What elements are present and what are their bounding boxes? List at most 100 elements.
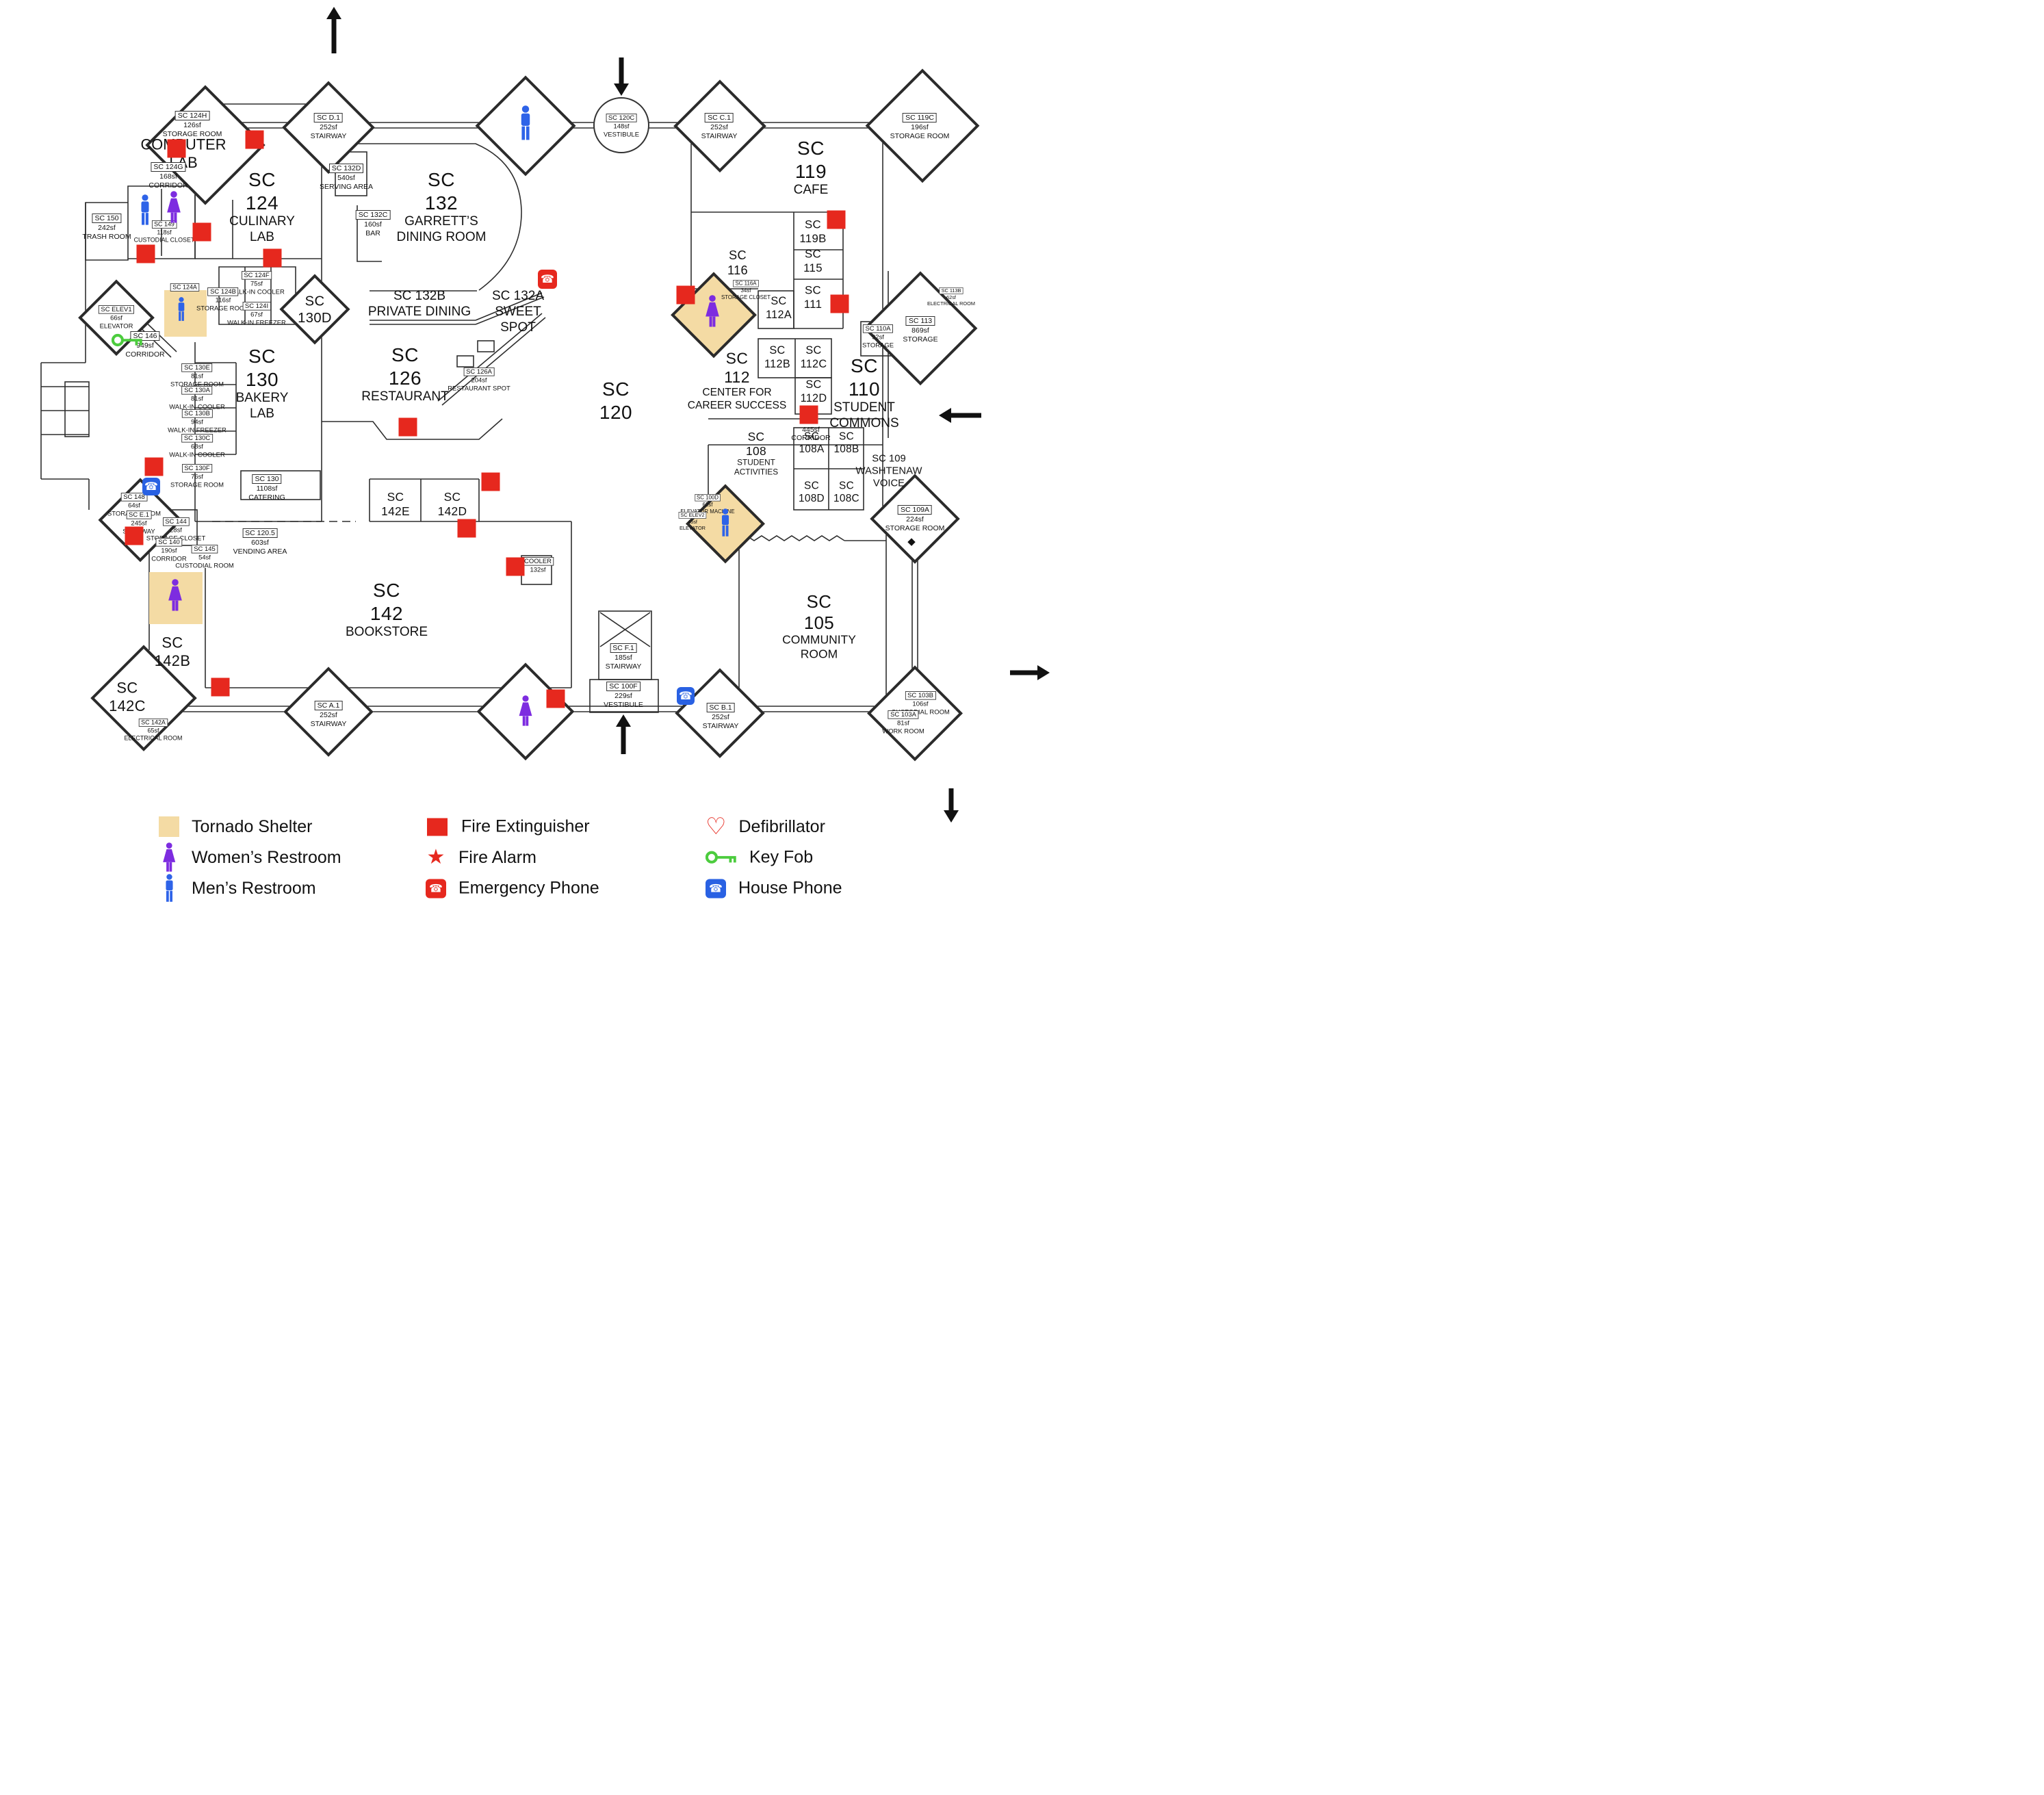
room-detail-label: SC 109A 224sf STORAGE ROOM bbox=[885, 505, 945, 532]
fire-extinguisher-swatch bbox=[427, 818, 448, 836]
vestibule-circle bbox=[593, 97, 649, 153]
fire-extinguisher-icon bbox=[799, 405, 818, 424]
room-detail-label: SC 116A 34sf STORAGE CLOSET bbox=[721, 280, 771, 300]
fire-extinguisher-icon bbox=[546, 689, 565, 708]
room-detail-label: SC 113B 62sf ELECTRICAL ROOM bbox=[927, 287, 975, 307]
room-detail-label: SC B.1 252sf STAIRWAY bbox=[702, 703, 739, 730]
room-detail-label: SC 145 54sf CUSTODIAL ROOM bbox=[175, 545, 234, 569]
mens-restroom-icon bbox=[159, 874, 179, 903]
legend-label: Defibrillator bbox=[738, 816, 825, 836]
room-detail-label: SC 132C 160sf BAR bbox=[355, 210, 391, 237]
emergency-phone-icon: ☎ bbox=[426, 879, 446, 898]
fire-extinguisher-icon bbox=[211, 677, 230, 697]
room-detail-label: SC 113 869sf STORAGE bbox=[903, 316, 938, 344]
room-detail-label: SC 119C 196sf STORAGE ROOM bbox=[890, 113, 950, 140]
mens-restroom-icon bbox=[517, 105, 534, 141]
room-detail-label: 445sf CORRIDOR bbox=[791, 426, 831, 443]
room-detail-label: SC 130B 94sf WALK-IN FREEZER bbox=[168, 409, 227, 434]
legend-item: ★ Fire Alarm bbox=[426, 847, 536, 868]
fire-extinguisher-icon bbox=[481, 472, 500, 491]
womens-restroom-icon bbox=[164, 191, 184, 224]
room-detail-label: SC 124A bbox=[170, 283, 200, 292]
womens-restroom-icon bbox=[516, 695, 535, 727]
legend-label: Women’s Restroom bbox=[192, 847, 341, 867]
fire-alarm-icon: ★ bbox=[426, 845, 445, 869]
legend-label: Fire Extinguisher bbox=[461, 816, 590, 836]
house-phone-icon: ☎ bbox=[706, 879, 726, 898]
room-detail-label: COOLER 132sf bbox=[521, 557, 554, 574]
room-detail-label: SC 110A 92sf STORAGE bbox=[862, 324, 894, 349]
room-detail-label: SC 146 949sf CORRIDOR bbox=[125, 331, 165, 359]
room-detail-label: SC A.1 252sf STAIRWAY bbox=[310, 701, 347, 728]
room-detail-label: SC 130A 81sf WALK-IN COOLER bbox=[169, 386, 225, 411]
legend-label: Men’s Restroom bbox=[192, 878, 316, 898]
room-detail-label: SC 140 190sf CORRIDOR bbox=[151, 538, 187, 563]
fire-extinguisher-icon bbox=[245, 130, 264, 149]
room-detail-label: SC 130E 81sf STORAGE ROOM bbox=[170, 363, 224, 388]
legend-label: House Phone bbox=[738, 878, 842, 898]
legend-label: Key Fob bbox=[749, 847, 814, 867]
room-detail-label: SC 130 1108sf CATERING bbox=[248, 474, 285, 502]
key-fob-icon bbox=[112, 333, 143, 347]
legend-item: ☎ Emergency Phone bbox=[426, 879, 599, 899]
room-detail-label: SC D.1 252sf STAIRWAY bbox=[310, 113, 347, 140]
room-detail-label: SC C.1 252sf STAIRWAY bbox=[701, 113, 738, 140]
mens-restroom-icon bbox=[138, 194, 153, 226]
house-phone-icon: ☎ bbox=[677, 687, 695, 705]
room-detail-label: SC 120C 148sf VESTIBULE bbox=[603, 114, 640, 138]
legend-item: ☎ House Phone bbox=[706, 879, 842, 899]
walls-layer bbox=[40, 103, 955, 713]
fire-extinguisher-icon bbox=[125, 526, 144, 545]
direction-arrows-layer bbox=[326, 7, 1050, 823]
womens-restroom-icon bbox=[703, 295, 723, 328]
room-detail-label: SC 150 242sf TRASH ROOM bbox=[82, 214, 131, 241]
legend-item: Men’s Restroom bbox=[159, 874, 316, 903]
room-detail-label: SC 142A 65sf ELECTRICAL ROOM bbox=[124, 719, 183, 742]
mens-restroom-icon bbox=[175, 297, 187, 322]
key-fob-icon bbox=[706, 851, 737, 864]
room-detail-label: SC 124F 75sf WALK-IN COOLER bbox=[229, 271, 285, 296]
legend-label: Fire Alarm bbox=[458, 847, 536, 867]
room-detail-label: SC 124I 67sf WALK-IN FREEZER bbox=[227, 302, 286, 326]
house-phone-icon: ☎ bbox=[142, 478, 160, 495]
mens-restroom-icon bbox=[719, 508, 733, 537]
fire-extinguisher-icon bbox=[136, 244, 155, 263]
room-detail-label: SC 130F 76sf STORAGE ROOM bbox=[170, 464, 224, 489]
room-detail-label: SC 124H 126sf STORAGE ROOM bbox=[162, 111, 222, 138]
fire-extinguisher-icon bbox=[457, 519, 476, 538]
black-diamond-icon: ◆ bbox=[907, 535, 916, 547]
room-detail-label: SC 124B 116sf STORAGE ROOM bbox=[196, 287, 250, 312]
room-detail-label: SC 126A 204sf RESTAURANT SPOT bbox=[448, 367, 510, 392]
fire-extinguisher-icon bbox=[676, 285, 695, 305]
room-detail-label: SC 100D 62sf ELEVATOR MACHINE bbox=[680, 494, 735, 515]
legend-item: Fire Extinguisher bbox=[426, 817, 590, 837]
legend-label: Emergency Phone bbox=[458, 878, 599, 898]
fire-extinguisher-icon bbox=[398, 417, 417, 437]
fire-extinguisher-icon bbox=[167, 139, 186, 158]
room-detail-label: SC 103B 106sf CUSTODIAL ROOM bbox=[891, 691, 950, 716]
